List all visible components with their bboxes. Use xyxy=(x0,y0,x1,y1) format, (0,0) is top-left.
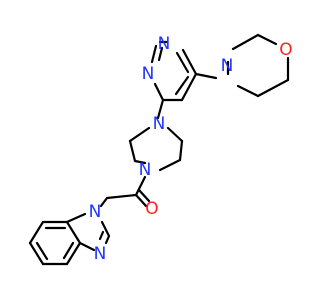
bond-benz-3b xyxy=(35,241,49,261)
bond-pyr-3 xyxy=(150,44,158,64)
atom-o-morpholine: O xyxy=(279,40,292,60)
bond-pip-4 xyxy=(178,139,184,162)
bond-pyr-4 xyxy=(153,82,165,102)
bond-morph-2 xyxy=(256,33,278,46)
bond-bim-1 xyxy=(100,220,111,238)
bond-bim-3 xyxy=(78,241,96,252)
bond-pip-6 xyxy=(133,159,147,165)
bond-bim-fuse xyxy=(65,220,82,245)
bond-co-2 xyxy=(137,188,151,203)
bond-pyr-pip xyxy=(156,98,165,120)
bond-pyr-1b xyxy=(175,51,190,74)
bond-co-ch2 xyxy=(105,193,138,200)
bond-morph-4 xyxy=(256,78,290,98)
bond-bim-2b xyxy=(98,230,105,241)
atom-labels: N O N N N N O N N xyxy=(89,34,293,264)
bonds xyxy=(28,33,290,266)
bond-pip-5 xyxy=(158,158,182,172)
atom-n-pyrimidine-left: N xyxy=(142,64,155,84)
bond-benz-2 xyxy=(28,220,45,245)
bond-ch2-n1 xyxy=(99,196,109,208)
bond-pip-1 xyxy=(128,126,151,143)
atom-n-piperazine-top: N xyxy=(153,114,166,134)
bond-bim-4 xyxy=(65,212,87,224)
bond-co-1 xyxy=(134,193,148,208)
atom-n-benzimidazole-3: N xyxy=(94,244,107,264)
bond-pyr-6b xyxy=(174,75,190,96)
bond-bim-2 xyxy=(104,234,111,245)
bond-pip-3 xyxy=(166,126,184,143)
bond-pip-co xyxy=(134,175,147,197)
bond-pip-2 xyxy=(128,139,137,163)
atom-n-piperazine-bottom: N xyxy=(139,160,152,180)
molecule-structure: N O N N N N O N N xyxy=(28,33,293,266)
bond-morph-5 xyxy=(236,84,260,98)
bond-morph-1 xyxy=(231,33,260,51)
bond-benz-3 xyxy=(28,241,45,266)
atom-n-benzimidazole-1: N xyxy=(89,202,102,222)
bond-pyr-6 xyxy=(180,72,198,102)
bond-pyr-3b xyxy=(157,46,164,62)
bond-pyr-1 xyxy=(181,48,198,76)
atom-n-pyrimidine-top: N xyxy=(158,34,171,54)
bond-morph-pyr xyxy=(194,72,218,80)
bond-benz-5b xyxy=(62,241,75,260)
atom-n-morpholine: N xyxy=(221,56,234,76)
bond-benz-5 xyxy=(65,241,82,266)
atom-o-carbonyl: O xyxy=(145,199,158,219)
